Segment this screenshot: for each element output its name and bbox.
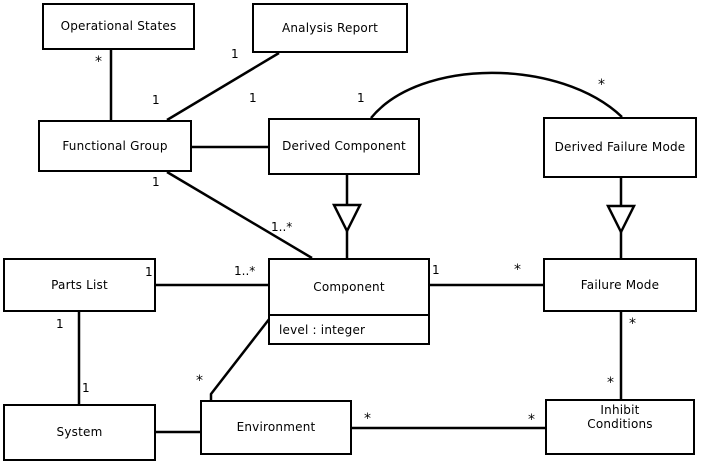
multiplicity-label: *	[528, 412, 535, 428]
multiplicity-label: 1	[357, 91, 365, 105]
class-attribute-component-level: level : integer	[270, 314, 428, 343]
class-box-derived-component[interactable]: Derived Component	[268, 118, 420, 175]
multiplicity-label: 1	[152, 175, 160, 189]
multiplicity-label: *	[196, 373, 203, 389]
edge-functional-group-component	[166, 170, 313, 260]
class-name-component: Component	[313, 279, 385, 294]
class-name-derived-component: Derived Component	[282, 139, 406, 154]
class-name-derived-failure-mode: Derived Failure Mode	[554, 140, 686, 155]
edge-component-environment	[209, 317, 271, 400]
multiplicity-label: 1	[249, 91, 257, 105]
multiplicity-label: 1	[56, 317, 64, 331]
class-name-functional-group: Functional Group	[62, 138, 168, 153]
class-name-operational-states: Operational States	[60, 19, 177, 34]
multiplicity-label: *	[607, 375, 614, 391]
multiplicity-label: 1..*	[271, 220, 293, 234]
class-box-environment[interactable]: Environment	[200, 400, 352, 455]
class-name-system: System	[56, 425, 103, 440]
class-box-derived-failure-mode[interactable]: Derived Failure Mode	[543, 117, 697, 178]
multiplicity-label: 1	[231, 47, 239, 61]
multiplicity-label: *	[364, 411, 371, 427]
class-name-analysis-report: Analysis Report	[281, 20, 379, 35]
class-name-environment: Environment	[236, 420, 316, 435]
class-name-parts-list: Parts List	[51, 277, 108, 292]
multiplicity-label: *	[514, 262, 521, 278]
class-name-inhibit-conditions-line2: Conditions	[587, 417, 653, 432]
class-box-system[interactable]: System	[3, 404, 156, 461]
class-name-inhibit-conditions: Inhibit Conditions	[547, 401, 693, 453]
multiplicity-label: *	[598, 77, 605, 93]
class-box-failure-mode[interactable]: Failure Mode	[543, 258, 697, 312]
multiplicity-label: 1	[432, 263, 440, 277]
edge-derived-component-derived-failure-mode	[370, 71, 623, 119]
generalization-triangle-component	[331, 203, 363, 234]
multiplicity-label: 1	[152, 93, 160, 107]
multiplicity-label: *	[629, 316, 636, 332]
generalization-triangle-failure-mode	[605, 204, 637, 235]
multiplicity-label: 1	[145, 265, 153, 279]
multiplicity-label: *	[95, 54, 102, 70]
multiplicity-label: 1..*	[234, 264, 256, 278]
class-box-functional-group[interactable]: Functional Group	[38, 120, 192, 172]
class-name-failure-mode: Failure Mode	[580, 277, 660, 292]
class-box-component[interactable]: Component level : integer	[268, 258, 430, 345]
multiplicity-label: 1	[82, 381, 90, 395]
class-box-analysis-report[interactable]: Analysis Report	[252, 3, 408, 53]
class-box-inhibit-conditions[interactable]: Inhibit Conditions	[545, 399, 695, 455]
edge-analysis-report-functional-group	[166, 51, 280, 122]
class-box-operational-states[interactable]: Operational States	[42, 3, 195, 50]
class-name-inhibit-conditions-line1: Inhibit	[600, 403, 640, 417]
class-box-parts-list[interactable]: Parts List	[3, 258, 156, 312]
